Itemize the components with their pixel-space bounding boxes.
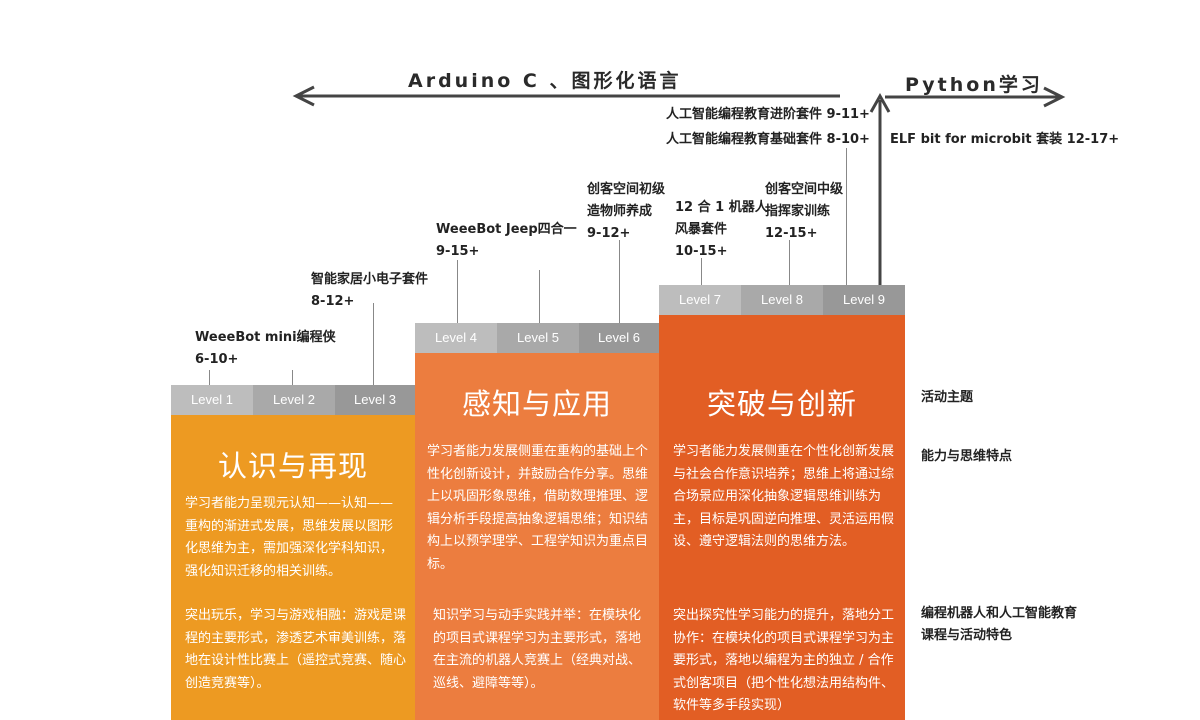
kit-weeebot-jeep: WeeeBot Jeep四合一 9-15+ (436, 222, 577, 259)
right-arrow-label: Python学习 (905, 74, 1043, 96)
kit-weeebot-mini: WeeeBot mini编程侠 6-10+ (195, 330, 336, 367)
kit-12in1-robot: 12 合 1 机器人 风暴套件 10-15+ (675, 200, 768, 259)
level-3: Level 3 (335, 385, 415, 415)
level-1: Level 1 (171, 385, 253, 415)
stage-3-theme: 突破与创新 (706, 387, 857, 421)
kit-elf-bit-microbit: ELF bit for microbit 套装 12-17+ (890, 132, 1120, 147)
side-label-feature-1: 编程机器人和人工智能教育 (921, 606, 1078, 621)
level-2: Level 2 (253, 385, 335, 415)
stage-1-feature: 突出玩乐，学习与游戏相融：游戏是课程的主要形式，渗透艺术审美训练，落地在设计性比… (185, 608, 407, 691)
level-4: Level 4 (415, 323, 497, 353)
up-arrow-head (869, 92, 891, 113)
kit-ai-advanced: 人工智能编程教育进阶套件 9-11+ (666, 107, 870, 122)
level-8: Level 8 (741, 285, 823, 315)
side-label-theme: 活动主题 (921, 390, 974, 405)
stage-2-feature: 知识学习与动手实践并举：在模块化的项目式课程学习为主要形式，落地在主流的机器人竞… (433, 608, 642, 691)
stage-3-feature: 突出探究性学习能力的提升，落地分工协作：在模块化的项目式课程学习为主要形式，落地… (673, 608, 895, 713)
kit-maker-intermediate: 创客空间中级 指挥家训练 12-15+ (765, 182, 844, 241)
stage-block-2: 感知与应用 学习者能力发展侧重在重构的基础上个性化创新设计，并鼓励合作分享。思维… (415, 353, 659, 720)
level-6: Level 6 (579, 323, 659, 353)
connector-level7 (701, 258, 702, 285)
level-5: Level 5 (497, 323, 579, 353)
stage-1-theme: 认识与再现 (217, 449, 368, 483)
connector-level5 (539, 270, 540, 323)
left-arrow-label: Arduino C 、图形化语言 (408, 70, 682, 92)
stage-2-theme: 感知与应用 (461, 387, 612, 421)
connector-level1 (209, 370, 210, 385)
connector-level3 (373, 303, 374, 385)
side-label-feature-2: 课程与活动特色 (921, 628, 1013, 643)
stage-1-ability: 学习者能力呈现元认知——认知——重构的渐进式发展，思维发展以图形化思维为主，需加… (185, 496, 394, 579)
connector-level8 (789, 240, 790, 285)
connector-level2 (292, 370, 293, 385)
kit-ai-basic: 人工智能编程教育基础套件 8-10+ (666, 132, 870, 147)
connector-level4 (457, 260, 458, 323)
connector-level9 (846, 148, 847, 285)
left-arrow-head (292, 85, 315, 107)
kit-maker-junior: 创客空间初级 造物师养成 9-12+ (587, 182, 666, 241)
right-arrow-head (1043, 86, 1066, 108)
level-7: Level 7 (659, 285, 741, 315)
stage-block-3: 突破与创新 学习者能力发展侧重在个性化创新发展与社会合作意识培养；思维上将通过综… (659, 315, 905, 720)
arrows-layer (292, 85, 1066, 287)
connector-level6 (619, 240, 620, 323)
stage-2-ability: 学习者能力发展侧重在重构的基础上个性化创新设计，并鼓励合作分享。思维上以巩固形象… (427, 444, 649, 572)
side-label-ability: 能力与思维特点 (921, 449, 1013, 464)
stage-block-1: 认识与再现 学习者能力呈现元认知——认知——重构的渐进式发展，思维发展以图形化思… (171, 415, 415, 720)
level-9: Level 9 (823, 285, 905, 315)
kit-smart-home: 智能家居小电子套件 8-12+ (311, 272, 429, 309)
stage-3-ability: 学习者能力发展侧重在个性化创新发展与社会合作意识培养；思维上将通过综合场景应用深… (673, 444, 895, 549)
